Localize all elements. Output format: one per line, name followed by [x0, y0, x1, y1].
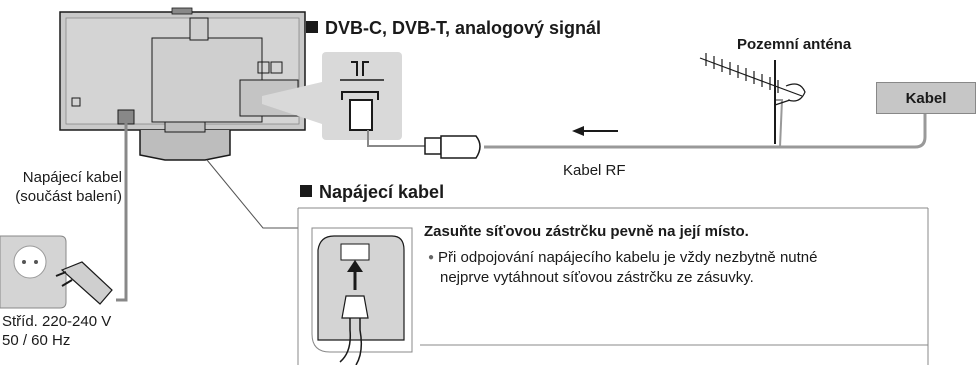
- terrestrial-antenna-icon: [699, 53, 806, 144]
- power-cable-label-line2: (součást balení): [15, 188, 122, 205]
- power-note: ●Při odpojování napájecího kabelu je vžd…: [428, 248, 817, 288]
- antenna-terminal-callout: [322, 52, 402, 140]
- power-section-title: Napájecí kabel: [319, 182, 445, 202]
- power-detail-box: [297, 207, 929, 365]
- direction-arrow: [572, 126, 618, 136]
- power-cable: [116, 122, 128, 302]
- mains-voltage-line2: 50 / 60 Hz: [2, 332, 71, 349]
- cable-box-label: Kabel: [905, 89, 947, 107]
- mains-voltage-line1: Stříd. 220-240 V: [2, 313, 112, 330]
- mains-voltage-label: Stříd. 220-240 V 50 / 60 Hz: [2, 312, 111, 350]
- section-bullet-icon: [306, 21, 318, 33]
- wall-socket-icon: [0, 235, 67, 309]
- power-detail-leader: [206, 159, 298, 229]
- power-inlet-illustration: [311, 227, 413, 365]
- cable-box: Kabel: [876, 82, 976, 114]
- antenna-terminal-icon: [340, 61, 384, 131]
- power-note-line1: Při odpojování napájecího kabelu je vždy…: [438, 249, 818, 266]
- rf-cable: [367, 99, 927, 159]
- power-instruction: Zasuňte síťovou zástrčku pevně na její m…: [424, 223, 749, 240]
- antenna-section-title: DVB-C, DVB-T, analogový signál: [325, 18, 602, 38]
- power-section-heading: Napájecí kabel: [300, 182, 444, 203]
- section-bullet-icon: [300, 185, 312, 197]
- antenna-label: Pozemní anténa: [737, 36, 852, 53]
- power-note-line2: nejprve vytáhnout síťovou zástrčku ze zá…: [440, 269, 754, 286]
- rf-cable-label: Kabel RF: [563, 162, 626, 179]
- power-cable-label-line1: Napájecí kabel: [22, 169, 122, 186]
- tv-back-illustration: [59, 7, 306, 161]
- mains-plug-icon: [55, 261, 113, 305]
- bullet-icon: ●: [428, 252, 435, 263]
- power-cable-label: Napájecí kabel (součást balení): [0, 168, 122, 206]
- antenna-section-heading: DVB-C, DVB-T, analogový signál: [306, 18, 601, 39]
- terminal-callout-pointer: [262, 82, 322, 124]
